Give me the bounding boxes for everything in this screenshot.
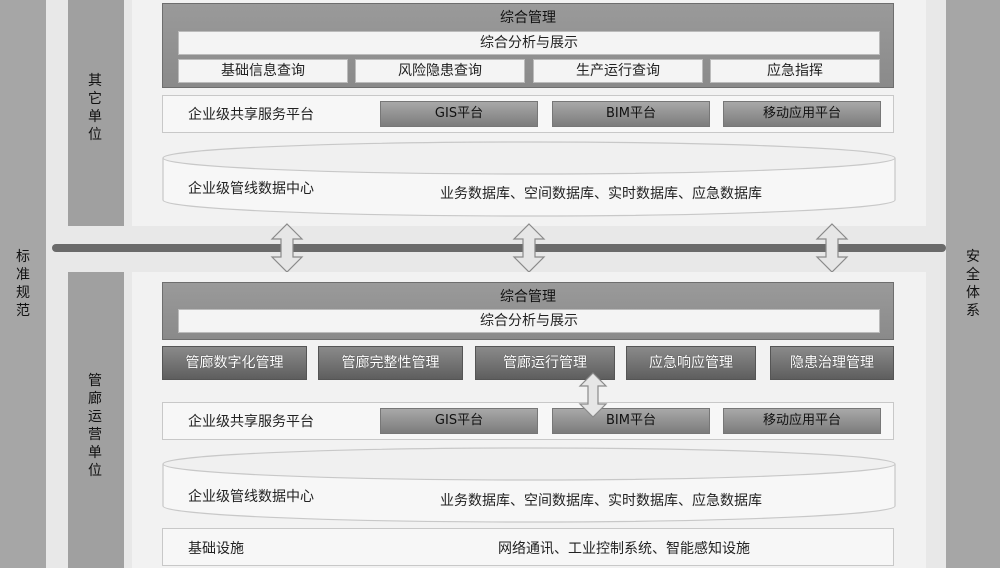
bidirectional-arrow-icon (815, 223, 849, 273)
standards-text: 标准规范 (16, 249, 30, 319)
module-hazard-governance: 隐患治理管理 (770, 346, 894, 380)
bottom-mobile-platform: 移动应用平台 (723, 408, 881, 434)
top-databases-text: 业务数据库、空间数据库、实时数据库、应急数据库 (440, 186, 762, 202)
security-text: 安全体系 (966, 249, 980, 319)
top-mobile-platform: 移动应用平台 (723, 101, 881, 127)
bottom-management-title: 综合管理 (500, 289, 556, 305)
security-bar (946, 0, 1000, 568)
query-emergency-command: 应急指挥 (710, 59, 880, 83)
top-unit-label: 其它单位 (86, 72, 104, 144)
integration-bus (52, 244, 946, 252)
bottom-analysis-bar: 综合分析与展示 (178, 309, 880, 333)
top-management-title: 综合管理 (500, 10, 556, 26)
query-production: 生产运行查询 (533, 59, 703, 83)
infrastructure-items: 网络通讯、工业控制系统、智能感知设施 (498, 541, 750, 557)
bottom-data-center-label: 企业级管线数据中心 (188, 489, 314, 505)
top-data-center-label: 企业级管线数据中心 (188, 181, 314, 197)
standards-bar (0, 0, 46, 568)
top-bim-platform: BIM平台 (552, 101, 710, 127)
bottom-unit-label: 管廊运营单位 (86, 372, 104, 480)
standards-label: 标准规范 (14, 248, 32, 320)
bottom-service-platform-label: 企业级共享服务平台 (188, 414, 314, 430)
bottom-data-center-cylinder (162, 447, 896, 523)
module-integrity-management: 管廊完整性管理 (318, 346, 463, 380)
query-basic-info: 基础信息查询 (178, 59, 348, 83)
bottom-databases-text: 业务数据库、空间数据库、实时数据库、应急数据库 (440, 493, 762, 509)
top-service-platform-label: 企业级共享服务平台 (188, 107, 314, 123)
top-gis-platform: GIS平台 (380, 101, 538, 127)
infrastructure-label: 基础设施 (188, 541, 244, 557)
bottom-bim-platform: BIM平台 (552, 408, 710, 434)
bidirectional-arrow-icon (270, 223, 304, 273)
bidirectional-arrow-icon (578, 372, 608, 418)
top-analysis-bar: 综合分析与展示 (178, 31, 880, 55)
bottom-unit-column (68, 272, 124, 568)
bottom-unit-text: 管廊运营单位 (88, 373, 102, 479)
top-unit-text: 其它单位 (88, 73, 102, 143)
query-risk: 风险隐患查询 (355, 59, 525, 83)
top-data-center-cylinder (162, 141, 896, 217)
security-label: 安全体系 (964, 248, 982, 320)
module-emergency-response: 应急响应管理 (626, 346, 756, 380)
infrastructure-row (162, 528, 894, 566)
module-digital-management: 管廊数字化管理 (162, 346, 307, 380)
bottom-gis-platform: GIS平台 (380, 408, 538, 434)
bidirectional-arrow-icon (512, 223, 546, 273)
top-unit-column (68, 0, 124, 226)
